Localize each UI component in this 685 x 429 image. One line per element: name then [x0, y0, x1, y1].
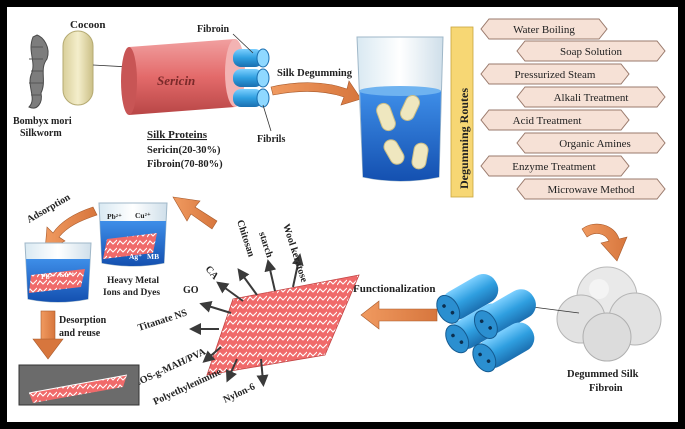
route-tag: Microwave Method [516, 178, 666, 200]
cocoon [62, 30, 94, 106]
degumming-arrow [270, 80, 362, 106]
degumming-routes-title: Degumming Routes [457, 88, 471, 189]
ion-label-pb-2: Pb²⁺ [41, 272, 56, 281]
route-tag: Soap Solution [516, 40, 666, 62]
functionalization-label: Functionalization [353, 283, 436, 295]
agent-label: Nylon-6 [222, 381, 257, 405]
silkworm [28, 34, 49, 109]
agent-label: Titanate NS [137, 307, 190, 333]
route-tag: Water Boiling [480, 18, 608, 40]
route-label: Pressurized Steam [515, 69, 596, 81]
silk-proteins-title: Silk Proteins [147, 129, 208, 141]
adsorbed-beaker: Pb²⁺ Cu²⁺ [24, 242, 92, 303]
diagram-svg: Cocoon Bombyx mori Silkworm Sericin Fibr… [13, 18, 666, 408]
functionalization-arrow [360, 300, 438, 330]
ion-label-ag: Ag⁺ [129, 252, 142, 261]
route-label: Enzyme Treatment [512, 161, 595, 173]
route-tag: Organic Amines [516, 132, 666, 154]
pollutant-beaker: Pb²⁺ Cu²⁺ Ag⁺ MB [98, 202, 168, 267]
ion-label-cu-2: Cu²⁺ [59, 270, 75, 279]
degumming-beaker [356, 36, 444, 182]
fiber-bundle [436, 273, 536, 373]
sericin-label: Sericin [157, 73, 195, 88]
route-list: Water Boiling Soap Solution Pressurized … [480, 18, 666, 200]
desorption-arrow [32, 310, 64, 360]
agent-label: Chitosan [234, 219, 256, 259]
curved-arrow-down [581, 223, 628, 262]
route-tag: Pressurized Steam [480, 63, 630, 85]
degummed-label-line1: Degummed Silk [567, 369, 639, 380]
silkworm-label-line2: Silkworm [20, 128, 62, 139]
cocoon-label: Cocoon [70, 19, 105, 31]
route-tag: Acid Treatment [480, 109, 630, 131]
routes-title-box [450, 26, 474, 198]
arrow-to-pollutants [172, 196, 218, 230]
ion-label-cu: Cu²⁺ [135, 211, 151, 220]
route-label: Organic Amines [559, 138, 631, 150]
fibrils-pointer [262, 104, 272, 132]
agent-label: starch [256, 231, 275, 260]
route-label: Water Boiling [513, 24, 575, 36]
diagram-canvas: Cocoon Bombyx mori Silkworm Sericin Fibr… [7, 7, 678, 422]
silkworm-label-line1: Bombyx mori [13, 116, 72, 127]
degummed-fibroin [556, 266, 662, 362]
silk-degumming-label: Silk Degumming [277, 68, 353, 79]
dye-label-mb: MB [147, 252, 159, 261]
sericin-percentage: Sericin(20-30%) [147, 145, 221, 156]
agent-label: CA [203, 264, 221, 283]
ion-label-pb: Pb²⁺ [107, 212, 122, 221]
fibrils-label: Fibrils [257, 134, 285, 145]
fibroin-percentage: Fibroin(70-80%) [147, 159, 223, 170]
reused-mesh [18, 364, 140, 406]
pollutants-label-line2: Ions and Dyes [103, 288, 160, 298]
fibroin-label: Fibroin [197, 24, 229, 35]
functionalized-mesh [206, 274, 360, 376]
route-label: Soap Solution [560, 46, 623, 58]
route-label: Microwave Method [547, 184, 635, 196]
route-tag: Enzyme Treatment [480, 155, 630, 177]
agent-label: GO [183, 285, 199, 296]
desorption-label-line1: Desorption [59, 315, 107, 326]
route-label: Acid Treatment [513, 115, 582, 127]
desorption-label-line2: and reuse [59, 328, 101, 339]
fibroin-bundle [233, 48, 270, 108]
route-tag: Alkali Treatment [516, 86, 666, 108]
degummed-label-line2: Fibroin [589, 383, 623, 394]
fibroin-pointer [232, 33, 254, 54]
pollutants-label-line1: Heavy Metal [107, 276, 159, 286]
route-label: Alkali Treatment [554, 92, 629, 104]
agent-arrows [189, 253, 304, 387]
